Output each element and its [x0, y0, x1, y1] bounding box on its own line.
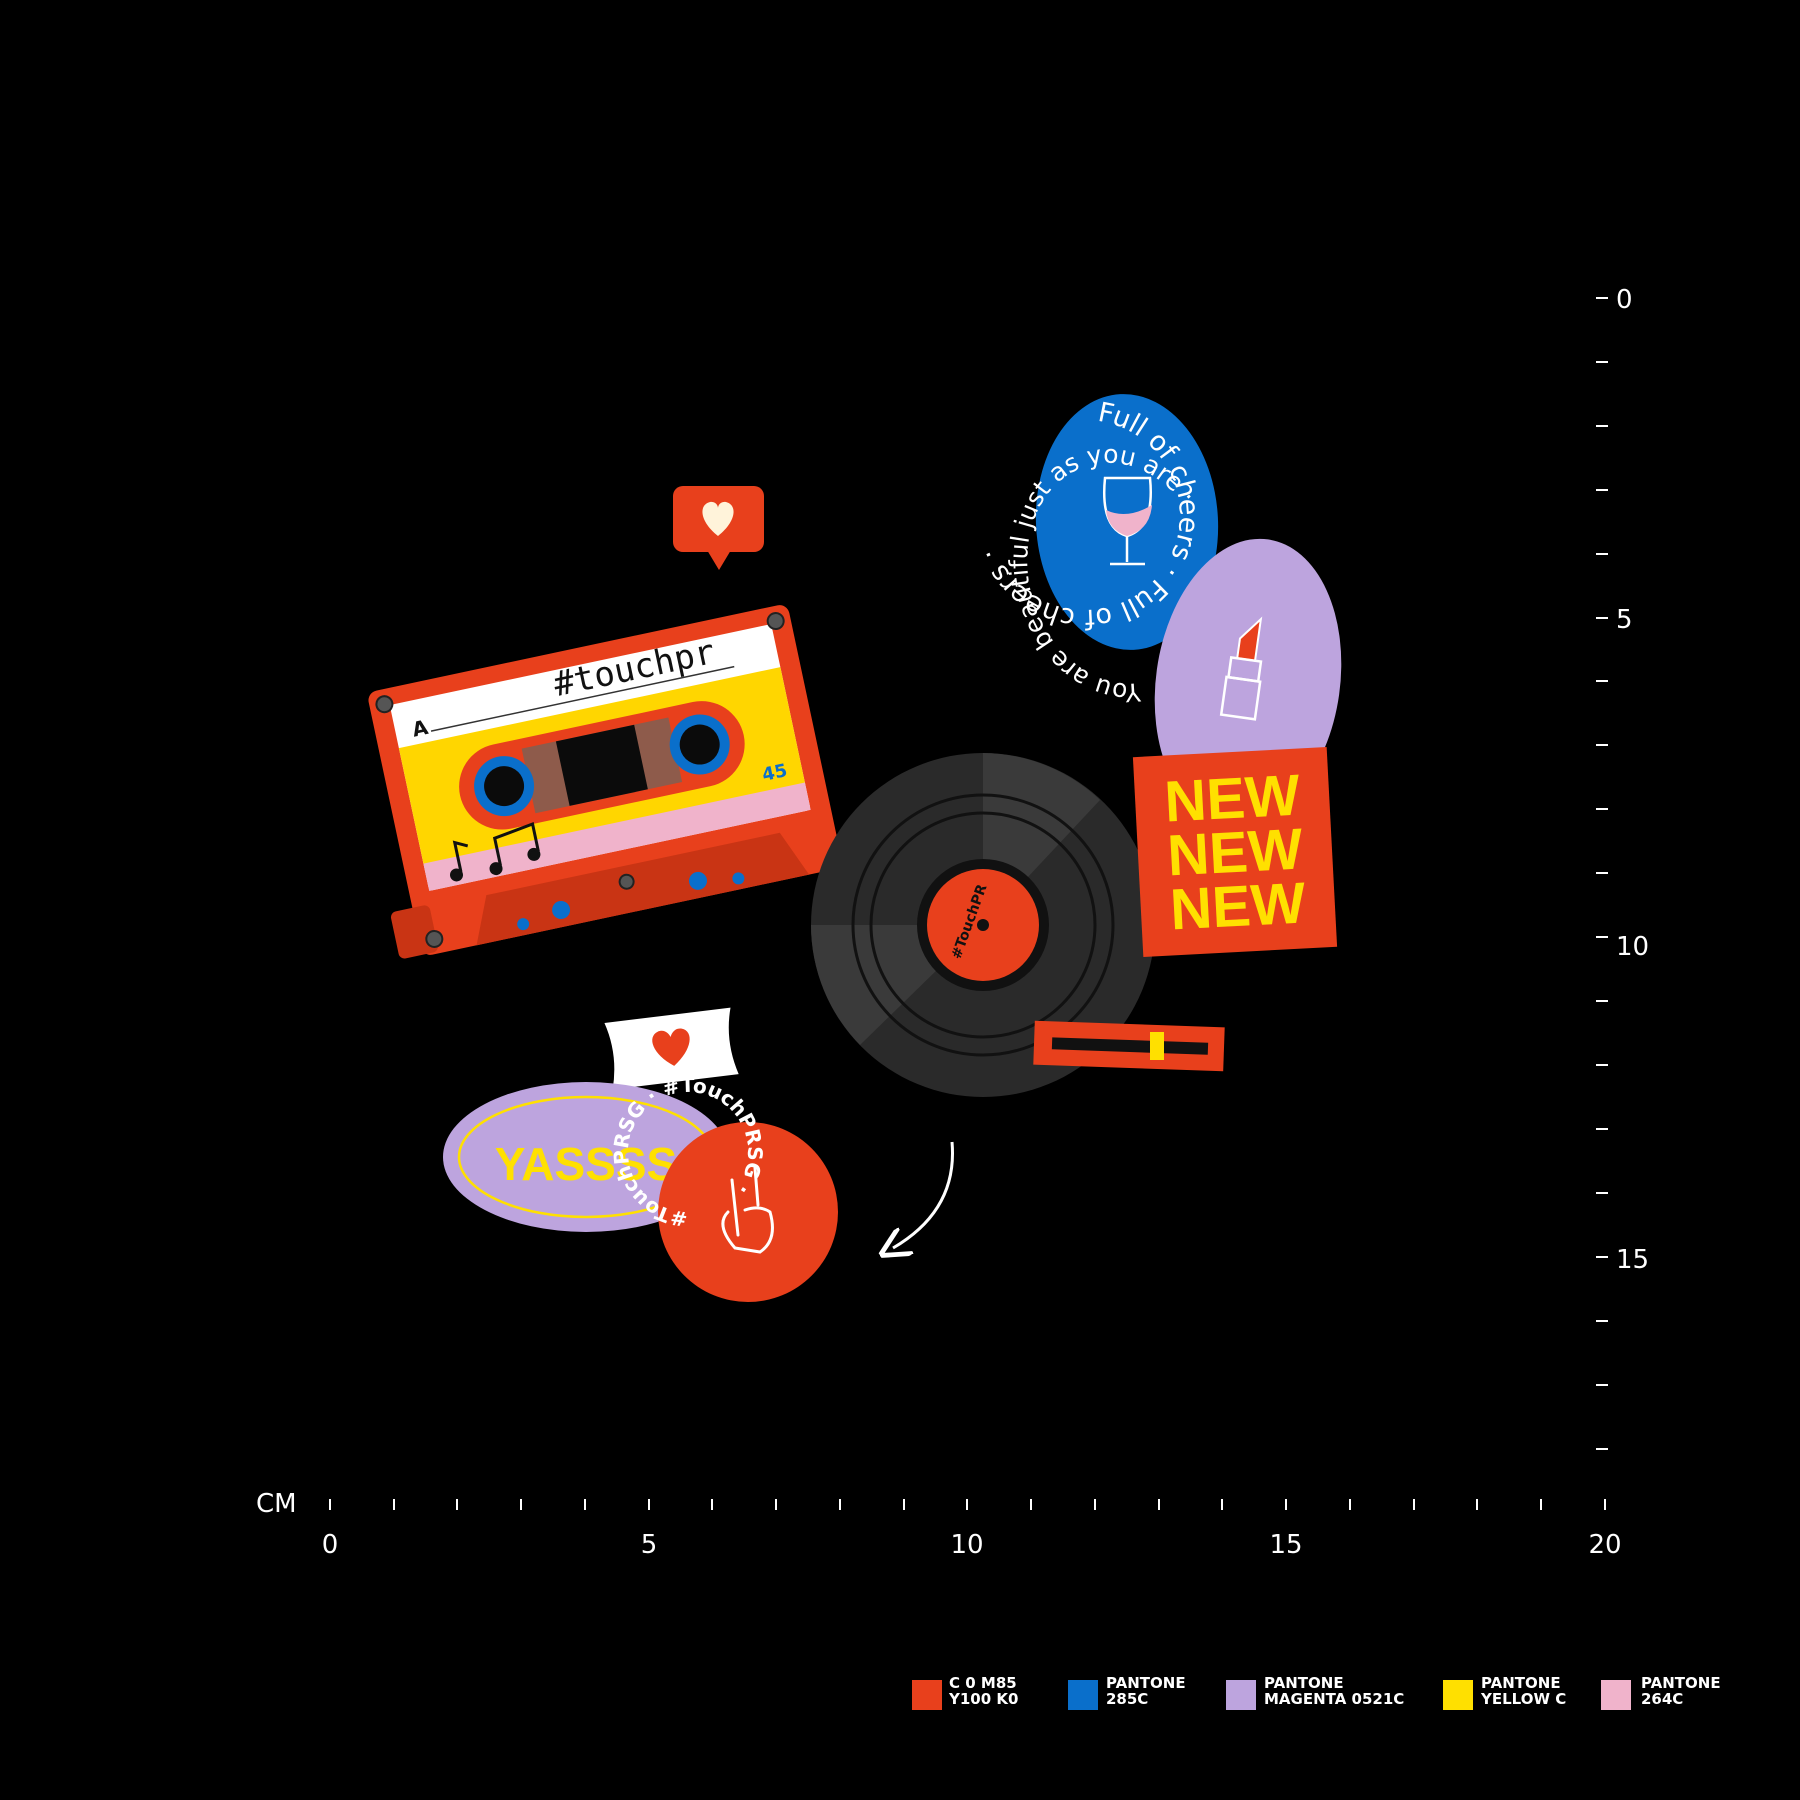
x-tick-label: 20 [1588, 1530, 1621, 1560]
curved-arrow-icon [893, 1141, 955, 1248]
unit-label: CM [256, 1489, 297, 1519]
new-line-1: NEW [1163, 763, 1302, 835]
music-notes-icon [449, 822, 541, 882]
heart-bubble-sticker [673, 486, 764, 570]
y-axis-ticks [1596, 297, 1608, 1450]
y-tick-label: 0 [1616, 285, 1633, 315]
wine-glass-icon [1103, 476, 1152, 566]
y-tick-label: 15 [1616, 1245, 1649, 1275]
y-tick-label: 10 [1616, 932, 1649, 962]
yasss-text: YASSSS [495, 1138, 677, 1190]
x-tick-label: 0 [322, 1530, 339, 1560]
vinyl-record-sticker: #TouchPR [811, 753, 1225, 1097]
tape-heart-sticker [604, 1007, 739, 1090]
y-tick-label: 5 [1616, 605, 1633, 635]
x-tick-label: 15 [1269, 1530, 1302, 1560]
new-sticker: NEW NEW NEW [1132, 747, 1338, 957]
rock-hand-icon [721, 1166, 774, 1254]
touchprsg-sticker: #TouchPRSG · #TouchPRSG · [609, 1073, 838, 1302]
heart-icon [652, 1028, 690, 1066]
x-tick-label: 5 [641, 1530, 658, 1560]
yasss-sticker: YASSSS [443, 1082, 729, 1232]
heart-icon [702, 501, 734, 536]
x-tick-label: 10 [950, 1530, 983, 1560]
lipstick-icon [1219, 616, 1263, 721]
cassette-side-label: A [410, 715, 431, 742]
x-axis-ticks [329, 1499, 1606, 1510]
new-line-2: NEW [1166, 816, 1305, 888]
cassette-speed: 45 [760, 760, 789, 786]
cassette-sticker: A #touchpr 45 [368, 605, 842, 959]
new-line-3: NEW [1169, 870, 1308, 942]
ruler: CM 0 5 10 15 20 0 5 10 15 [256, 285, 1649, 1560]
